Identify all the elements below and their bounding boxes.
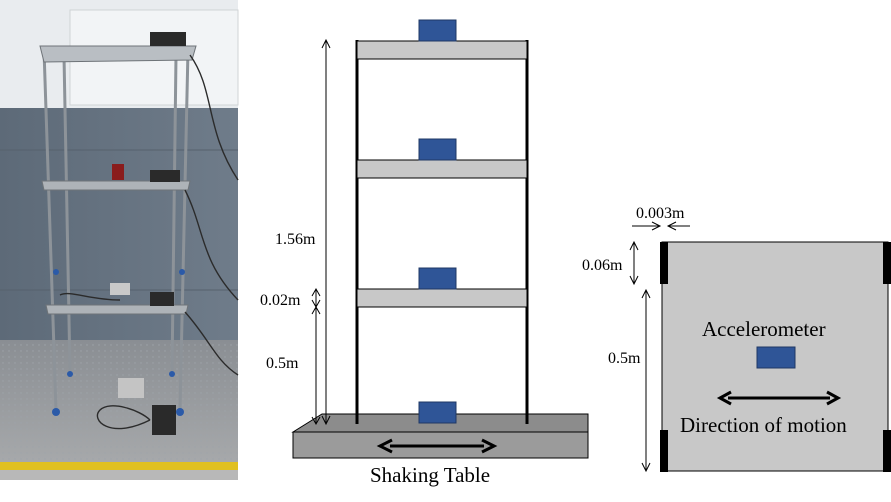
plan-column-top-left [660,242,668,284]
direction-of-motion-arrow-icon [716,390,842,406]
accelerometer-label: Accelerometer [702,317,826,341]
plan-column-top-right [883,242,891,284]
accelerometer-floor-2 [418,138,457,161]
dim-slab-thickness-label: 0.02m [260,292,301,309]
dim-line-slab-story [311,287,321,426]
elevation-diagram: 1.56m 0.02m 0.5m Shaking Table [260,19,589,487]
photo-sensor-3 [150,292,174,306]
photo-cables [59,54,239,430]
floor-slab-1 [356,288,528,308]
dim-line-column-thickness [632,221,690,231]
lab-test-structure-photo [0,0,239,480]
dim-column-thickness-label: 0.003m [636,205,685,222]
dim-line-total-height [321,38,331,426]
accelerometer-top [418,19,457,42]
dim-line-column-offset [629,240,639,286]
dim-plan-width-label: 0.5m [608,350,641,367]
photo-floor-plates [39,45,197,315]
plan-column-bottom-left [660,430,668,472]
accelerometer-floor-1 [418,267,457,290]
photo-sensor-2 [150,170,180,182]
photo-sensor-base [152,405,176,435]
plan-accelerometer [756,346,796,369]
table-motion-arrow-icon [376,438,498,454]
floor-slab-2 [356,159,528,179]
dim-line-plan-width [641,288,651,473]
photo-frame-columns [42,49,190,411]
dim-total-height-label: 1.56m [275,231,316,248]
accelerometer-base [418,401,457,424]
dim-column-offset-label: 0.06m [582,257,623,274]
plan-view-diagram: 0.003m 0.06m 0.5m Accelerometer Directio… [582,205,891,473]
floor-slab-top [356,40,528,60]
direction-of-motion-label: Direction of motion [680,413,847,437]
dim-story-height-label: 0.5m [266,355,299,372]
shaking-table-label: Shaking Table [370,463,490,487]
plan-column-bottom-right [883,430,891,472]
photo-sensor-top [150,32,186,46]
